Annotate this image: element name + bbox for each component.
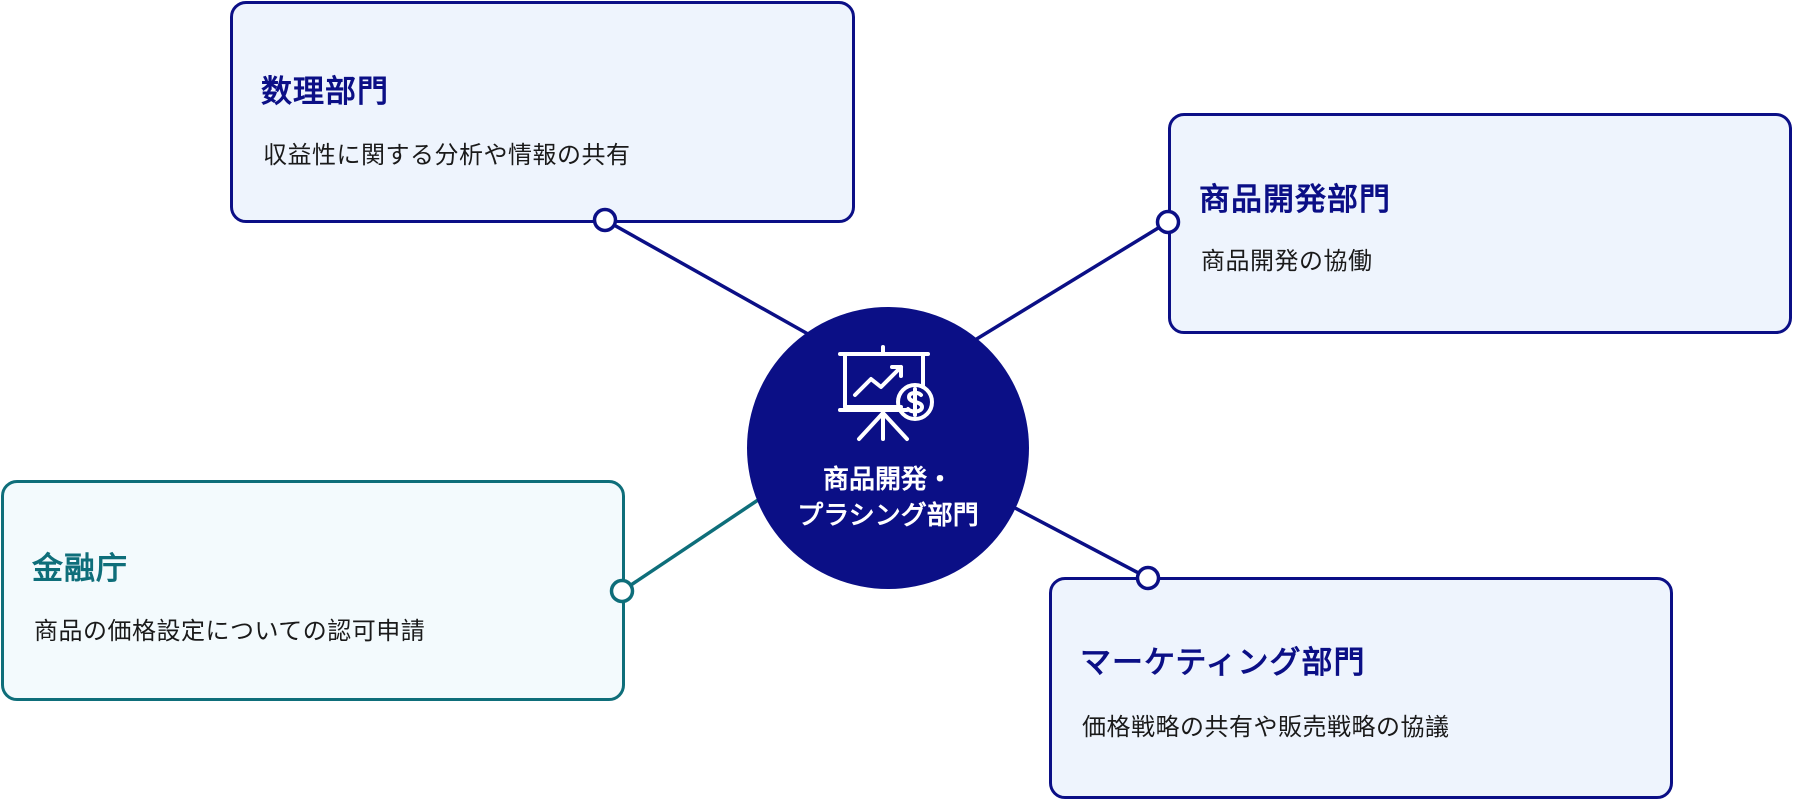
node-suri: 数理部門 収益性に関する分析や情報の共有 [230,1,855,223]
node-marketing: マーケティング部門 価格戦略の共有や販売戦略の協議 [1049,577,1673,799]
center-label-line1: 商品開発・ [822,465,953,495]
node-shohin-title: 商品開発部門 [1199,182,1391,218]
node-kinyu: 金融庁 商品の価格設定についての認可申請 [1,480,625,701]
connector-marketing [1014,506,1149,580]
endpoint-kinyu [609,578,635,604]
presentation-chart-dollar-icon [838,345,934,441]
endpoint-marketing [1135,565,1161,591]
center-label-line2: プラシング部門 [797,501,979,531]
endpoint-suri [592,207,618,233]
node-suri-title: 数理部門 [261,74,389,110]
node-shohin-desc: 商品開発の協働 [1201,247,1373,275]
connector-shohin [974,220,1169,342]
connector-kinyu [621,498,759,593]
node-marketing-title: マーケティング部門 [1080,645,1366,681]
endpoint-shohin [1155,209,1181,235]
node-shohin: 商品開発部門 商品開発の協働 [1168,113,1792,334]
center-node: 商品開発・ プラシング部門 [747,307,1029,589]
node-marketing-desc: 価格戦略の共有や販売戦略の協議 [1082,713,1450,741]
connector-suri [604,218,809,336]
node-kinyu-title: 金融庁 [32,551,128,587]
node-suri-desc: 収益性に関する分析や情報の共有 [263,141,631,169]
node-kinyu-desc: 商品の価格設定についての認可申請 [34,617,426,645]
